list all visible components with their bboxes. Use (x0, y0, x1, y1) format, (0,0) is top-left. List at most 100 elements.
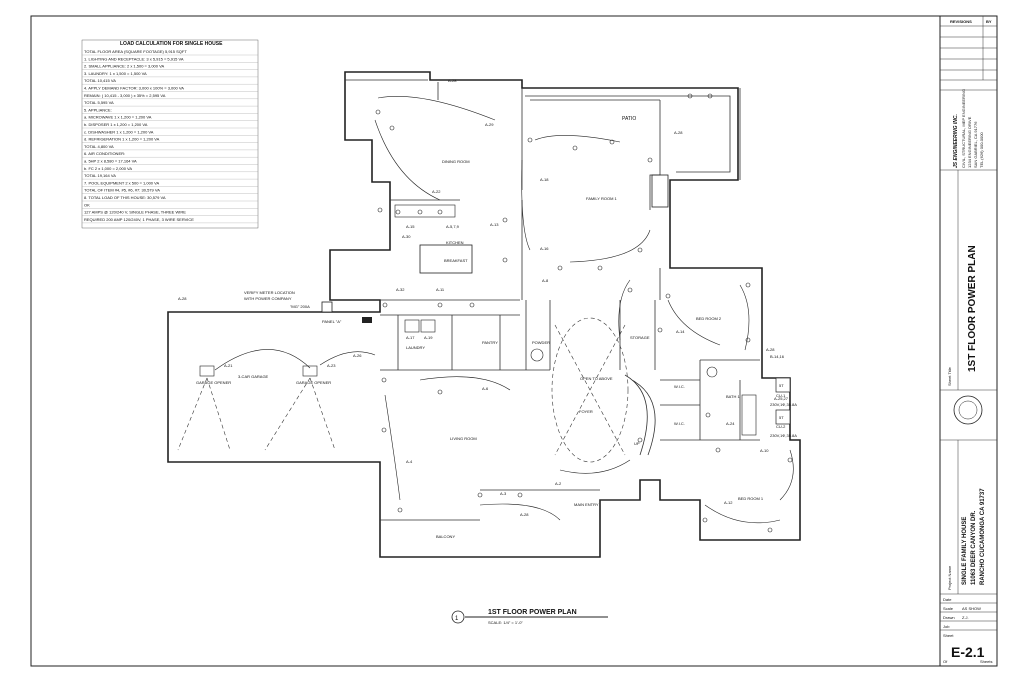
sheet-title-label: Sheet Title (947, 366, 952, 386)
circuit-a22: A-22 (432, 189, 441, 194)
fireplace (651, 174, 669, 208)
circuit-a28-patio: A-28 (674, 130, 683, 135)
circuit-a16: A-16 (540, 246, 549, 251)
of-label: Of (943, 659, 948, 664)
garage-door-swings (177, 377, 336, 451)
load-calc-row: TOTAL 10,415 VA (84, 78, 116, 83)
revisions-by-header: BY (986, 19, 992, 24)
meter-main (321, 301, 333, 313)
company-line-2: 1234 ENGINEERING DRIVE (967, 116, 972, 168)
load-calc-title: LOAD CALCULATION FOR SINGLE HOUSE (120, 41, 223, 47)
cu-1-name: CU-1 (776, 393, 786, 398)
circuit-a579: A-5,7,9 (446, 224, 460, 229)
project-name-3: RANCHO CUCAMONGA CA 91737 (980, 488, 986, 585)
receptacle-symbol (437, 209, 443, 215)
powder-toilet (530, 348, 544, 362)
room-storage: STORAGE (630, 335, 650, 340)
circuit-a14: A-14 (676, 329, 685, 334)
room-family: FAMILY ROOM 1 (586, 196, 618, 201)
drawing-title-block: 1 1ST FLOOR POWER PLAN SCALE: 1/4" = 1'-… (451, 609, 608, 625)
room-garage: 3-CAR GARAGE (238, 374, 269, 379)
load-calc-row: b. DISPOSER 1 x 1,200 = 1,200 VA (84, 122, 148, 127)
meter-note-2: WITH POWER COMPANY (244, 296, 292, 301)
exterior-wall (167, 71, 801, 558)
load-calculation-table: LOAD CALCULATION FOR SINGLE HOUSE TOTAL … (81, 39, 259, 229)
receptacle-symbol (767, 527, 773, 533)
company-name: JS ENGINEERING INC. (953, 114, 959, 168)
room-living: LIVING ROOM (450, 436, 477, 441)
circuit-a29: A-29 (485, 122, 494, 127)
load-calc-row: TOTAL 5,595 VA (84, 100, 114, 105)
circuit-a11: A-11 (436, 287, 445, 292)
room-powder: POWDER (532, 340, 550, 345)
circuit-a13: A-13 (490, 222, 499, 227)
receptacle-symbol (572, 145, 578, 151)
circuit-a30: A-30 (402, 234, 411, 239)
garage-opener-2-label: GARAGE OPENER (296, 380, 331, 385)
load-calc-row: 5. APPLIANCE: (84, 107, 112, 112)
receptacle-symbol (517, 492, 523, 498)
load-calc-row: b. FC 2 x 1,000 = 2,000 VA (84, 166, 132, 171)
drawing-number-bubble (451, 610, 465, 624)
kitchen-island (419, 244, 473, 274)
company-line-1: CIVIL, STRUCTURAL, MEP ENGINEERING (961, 89, 966, 168)
receptacle-symbol (609, 139, 615, 145)
load-calc-frame (81, 39, 259, 229)
open-above-diagonal-2 (554, 324, 626, 456)
garage-opener-1-label: GARAGE OPENER (196, 380, 231, 385)
room-wic-2: W.I.C. (674, 421, 685, 426)
meter-note-1: VERIFY METER LOCATION (244, 290, 295, 295)
job-label: Job (943, 624, 950, 629)
load-calc-row: 6. AIR CONDITIONER: (84, 151, 125, 156)
sheet-number: E-2.1 (951, 644, 985, 660)
load-calc-row: REMAIN: ( 10,415 - 3,000 ) x 35% = 2,595… (84, 93, 166, 98)
sheets-label: Sheets (980, 659, 992, 664)
circuit-a18: A-18 (540, 177, 549, 182)
room-wic-1: W.I.C. (674, 384, 685, 389)
revisions-header: REVISIONS (950, 19, 972, 24)
scale-value: AS SHOW (962, 606, 981, 611)
load-calc-row: c. DISHWASHER 1 x 1,200 = 1,200 VA (84, 129, 154, 134)
receptacle-symbol (375, 109, 381, 115)
washer (404, 319, 420, 333)
panel-a-box (362, 317, 372, 323)
room-breakfast: BREAKFAST (444, 258, 468, 263)
receptacle-symbol (377, 207, 383, 213)
room-main-entry: MAIN ENTRY (574, 502, 599, 507)
receptacle-symbol (527, 137, 533, 143)
load-calc-rows: TOTAL FLOOR AREA (SQUARE FOOTAGE) 5,915 … (82, 49, 258, 224)
stair-up: UP (634, 441, 640, 446)
panel-label: PANEL "A" (322, 319, 342, 324)
circuit-a28-top: A-28 (448, 78, 457, 83)
receptacle-symbol (397, 507, 403, 513)
receptacle-symbol (417, 209, 423, 215)
circuit-a28-bed2: A-28 (766, 347, 775, 352)
garage-opener-2-box (302, 365, 318, 377)
drawing-number: 1 (455, 616, 459, 622)
meter-rating: "MG" 200A (290, 304, 310, 309)
company-line-3: SAN GABRIEL, CA 91776 (973, 121, 978, 168)
circuit-b1416: B-14,16 (770, 354, 785, 359)
garage-wiring (214, 349, 376, 371)
load-calc-row: TOTAL FLOOR AREA (SQUARE FOOTAGE) 5,915 … (84, 49, 187, 54)
wiring-runs-bedroom2 (618, 279, 750, 351)
room-foyer: FOYER (579, 409, 593, 414)
room-dining: DINING ROOM (442, 159, 470, 164)
receptacle-symbol (657, 327, 663, 333)
circuit-a3: A-3 (500, 491, 507, 496)
load-calc-row: 1. LIGHTING AND RECEPTACLE: 3 x 5,915 = … (84, 56, 184, 61)
load-calc-row: TOTAL 19,164 VA (84, 173, 116, 178)
garage-opener-1-box (199, 365, 215, 377)
receptacle-symbol (705, 412, 711, 418)
drawn-label: Drawn (943, 615, 955, 620)
receptacle-symbol (381, 427, 387, 433)
scale-label: Scale (943, 606, 954, 611)
circuit-a21: A-21 (224, 363, 233, 368)
patio-rail (525, 95, 731, 173)
circuit-a4: A-4 (406, 459, 413, 464)
load-calc-row: 7. POOL EQUIPMENT 2 x 500 = 1,000 VA (84, 180, 160, 185)
staircase (624, 374, 656, 456)
load-calc-row: 4. APPLY DEMAND FACTOR: 3,000 x 100% = 3… (84, 86, 184, 91)
